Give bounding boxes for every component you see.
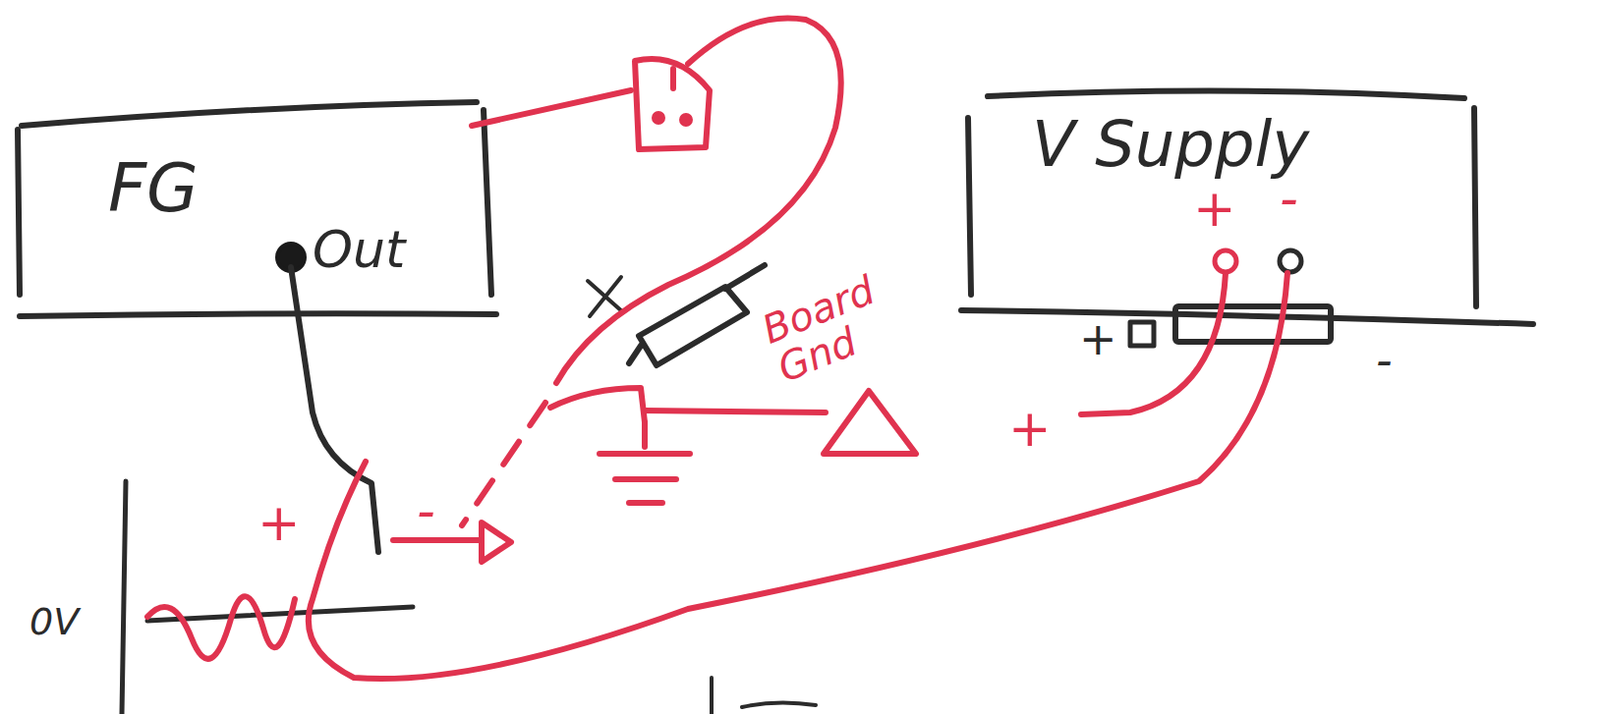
polarity-mark: + — [1079, 316, 1118, 362]
mains-plug — [634, 58, 710, 150]
ground-arrow — [393, 537, 482, 544]
polarity-mark: - — [1375, 338, 1393, 384]
instrument-box: FG — [21, 110, 490, 315]
supply-outline — [961, 90, 1534, 346]
polarity-mark: - — [1279, 172, 1299, 225]
ground-wire — [550, 388, 645, 423]
signal-lead — [290, 267, 379, 553]
terminal-strip — [1175, 306, 1331, 343]
polarity-mark: + — [1193, 182, 1237, 234]
ground-label: Board Gnd — [756, 257, 925, 390]
board-gnd-wire — [644, 410, 826, 413]
polarity-mark: + — [257, 497, 301, 549]
axis-label: 0V — [29, 603, 79, 641]
ground-symbol — [599, 422, 690, 504]
dashed-ground — [461, 402, 546, 526]
plus-terminal — [1214, 250, 1237, 273]
polarity-mark: + — [1008, 402, 1052, 455]
polarity-mark: - — [416, 485, 436, 537]
box-title: FG — [108, 149, 199, 228]
minus-terminal — [1279, 250, 1302, 273]
cut-off-stroke — [711, 678, 816, 714]
mains-cord — [471, 90, 631, 126]
board-gnd-triangle — [823, 391, 916, 455]
sine-wave — [147, 596, 295, 660]
fg-outline — [17, 102, 497, 317]
terminal-name: Out — [312, 224, 405, 276]
terminal-square — [1130, 322, 1154, 346]
box-title: V Supply — [1031, 108, 1310, 181]
